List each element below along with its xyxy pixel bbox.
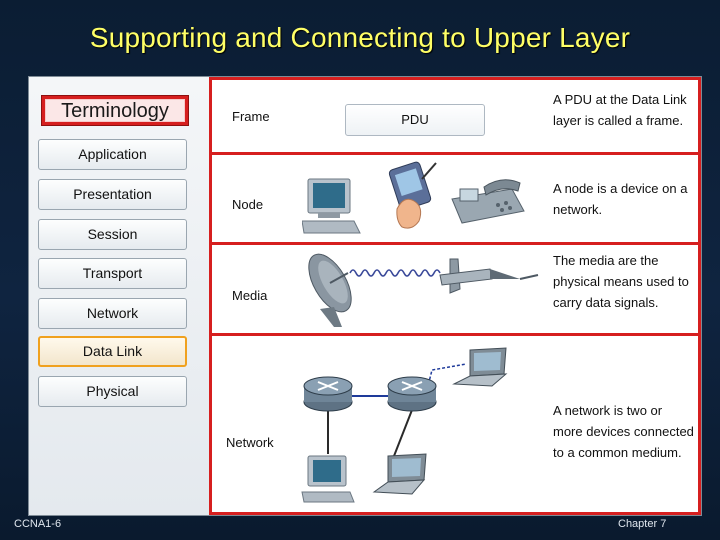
layer-button-network[interactable]: Network [38, 298, 187, 329]
term-row-frame: Frame PDU A PDU at the Data Link layer i… [212, 80, 698, 152]
term-row-media: Media The media [212, 245, 698, 333]
term-label: Network [226, 435, 274, 450]
term-row-node: Node [212, 155, 698, 242]
laptop-icon [374, 454, 426, 494]
term-row-network: Network [212, 336, 698, 512]
layer-button-data-link[interactable]: Data Link [38, 336, 187, 367]
layer-button-transport[interactable]: Transport [38, 258, 187, 289]
fiber-connector-icon [440, 259, 538, 293]
term-description: A node is a device on a network. [553, 178, 695, 220]
ip-phone-icon [452, 180, 524, 223]
term-description: A network is two or more devices connect… [553, 400, 695, 463]
layer-button-session[interactable]: Session [38, 219, 187, 250]
signal-wave-icon [350, 270, 440, 276]
desktop-computer-icon [302, 456, 354, 502]
satellite-dish-icon [300, 249, 360, 327]
pdu-box: PDU [345, 104, 485, 136]
desktop-computer-icon [302, 179, 360, 233]
terminology-button[interactable]: Terminology [41, 95, 189, 126]
terminology-table: Frame PDU A PDU at the Data Link layer i… [209, 77, 701, 515]
term-description: A PDU at the Data Link layer is called a… [553, 89, 695, 131]
layer-button-presentation[interactable]: Presentation [38, 179, 187, 210]
layer-button-application[interactable]: Application [38, 139, 187, 170]
laptop-icon [454, 348, 506, 386]
router-icon [388, 377, 436, 411]
footer-course-label: CCNA1-6 [14, 518, 61, 530]
node-devices-illustration [302, 161, 532, 241]
terminology-panel: Terminology Application Presentation Ses… [28, 76, 702, 516]
media-illustration [290, 249, 540, 329]
slide-title: Supporting and Connecting to Upper Layer [0, 22, 720, 54]
terminology-label: Terminology [45, 99, 185, 122]
network-illustration [294, 342, 544, 507]
layer-sidebar: Terminology Application Presentation Ses… [29, 77, 209, 515]
router-icon [304, 377, 352, 411]
pda-handheld-icon [388, 161, 436, 228]
pdu-label: PDU [401, 112, 428, 127]
layer-button-physical[interactable]: Physical [38, 376, 187, 407]
term-label: Frame [232, 109, 270, 124]
term-label: Media [232, 288, 267, 303]
footer-chapter-label: Chapter 7 [618, 518, 666, 530]
term-description: The media are the physical means used to… [553, 250, 695, 313]
term-label: Node [232, 197, 263, 212]
